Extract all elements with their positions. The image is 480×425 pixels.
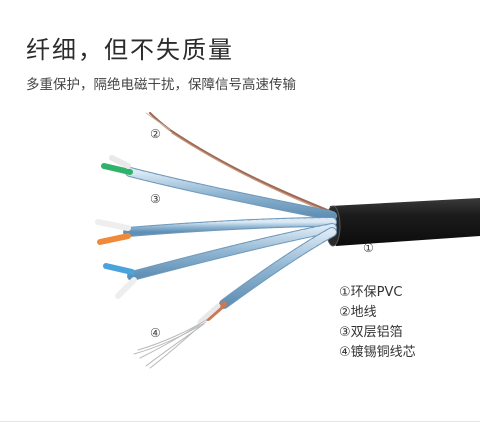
divider xyxy=(0,421,480,422)
marker-copper-conductor: ④ xyxy=(150,326,161,340)
marker-aluminum-foil: ③ xyxy=(150,192,161,206)
page-title: 纤细，但不失质量 xyxy=(26,36,234,64)
legend-item: ②地线 xyxy=(339,305,377,320)
legend: ①环保PVC ②地线 ③双层铝箔 ④镀锡铜线芯 xyxy=(339,283,416,363)
legend-item: ③双层铝箔 xyxy=(339,325,403,340)
legend-item: ①环保PVC xyxy=(339,285,403,300)
twisted-pair-green xyxy=(101,155,337,221)
legend-item: ④镀锡铜线芯 xyxy=(339,345,416,360)
marker-ground-wire: ② xyxy=(150,127,161,141)
twisted-pair-brown xyxy=(197,227,337,325)
twisted-pair-orange xyxy=(95,217,337,245)
tinned-copper-conductor xyxy=(133,319,207,369)
page-subtitle: 多重保护，隔绝电磁干扰，保障信号高速传输 xyxy=(26,77,296,93)
marker-pvc-jacket: ① xyxy=(363,241,374,255)
pvc-jacket xyxy=(325,198,480,247)
twisted-pair-blue xyxy=(103,223,337,299)
